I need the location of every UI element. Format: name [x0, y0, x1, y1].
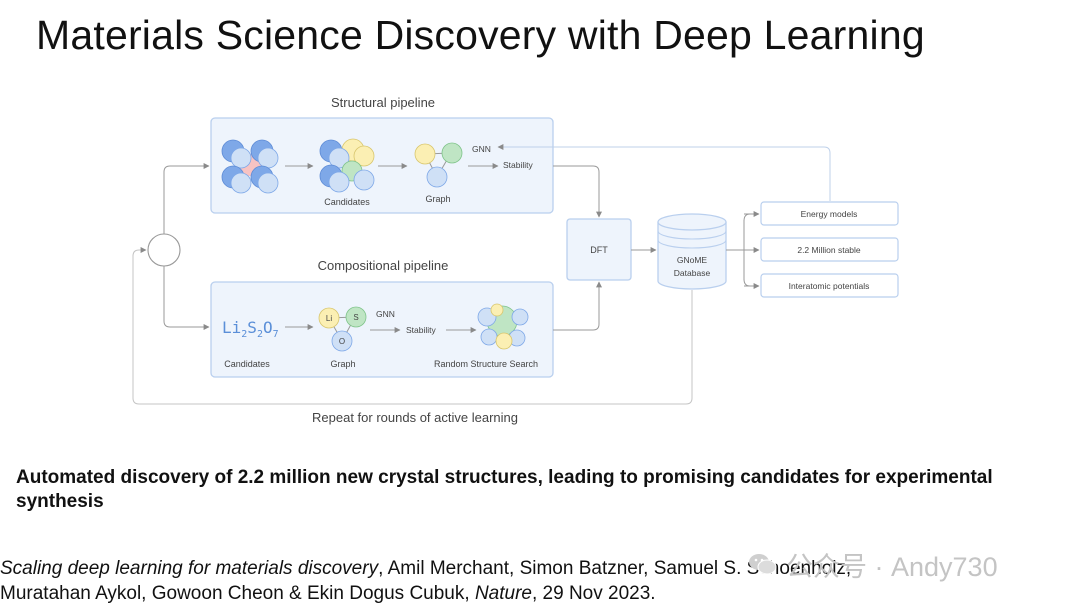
output-arrow-1-curve [743, 213, 751, 222]
structural-to-dft-arrow [553, 165, 602, 218]
output-box-interatomic-potentials [760, 273, 899, 298]
watermark: 公众号 · Andy730 [748, 546, 998, 582]
output-interatomic-potentials-label: Interatomic potentials [789, 281, 870, 291]
compositional-pipeline-title: Compositional pipeline [318, 258, 449, 273]
active-learning-label: Repeat for rounds of active learning [312, 410, 518, 425]
structural-candidates-icon [319, 138, 375, 193]
graph-node-o: O [339, 337, 345, 346]
compositional-graph-label: Graph [330, 359, 355, 369]
citation-date: , 29 Nov 2023. [531, 583, 656, 604]
wechat-icon [749, 554, 777, 575]
structural-candidates-label: Candidates [324, 197, 370, 207]
slide-title: Materials Science Discovery with Deep Le… [36, 12, 925, 58]
output-energy-models-label: Energy models [801, 209, 858, 219]
graph-node-s: S [353, 313, 358, 322]
compositional-stability-label: Stability [406, 325, 437, 335]
database-icon [657, 213, 727, 290]
dft-label: DFT [590, 245, 608, 255]
structural-graph-label: Graph [425, 194, 450, 204]
compositional-to-dft-arrow [553, 281, 602, 331]
branch-to-compositional-arrow [163, 266, 210, 330]
output-million-stable-label: 2.2 Million stable [797, 245, 861, 255]
database-label-line2: Database [674, 268, 711, 278]
citation-authors-1: , Amil Merchant, Simon Batzner, Samuel S… [378, 558, 852, 579]
energy-models-feedback-arrow [497, 144, 831, 201]
citation-journal: Nature [474, 583, 532, 604]
citation-paper-title: Scaling deep learning for materials disc… [0, 558, 379, 579]
structural-pipeline-title: Structural pipeline [331, 95, 435, 110]
output-box-million-stable [760, 237, 899, 262]
compositional-graph-icon [318, 306, 367, 352]
graph-node-li: Li [326, 314, 332, 323]
structural-graph-icon [414, 142, 463, 188]
branch-to-structural-arrow [163, 163, 210, 234]
compositional-formula: Li2S2O7 [222, 318, 279, 340]
compositional-candidates-label: Candidates [224, 359, 270, 369]
structural-initial-structure-icon [221, 139, 279, 194]
output-box-energy-models [760, 201, 899, 226]
structural-gnn-label: GNN [472, 144, 491, 154]
start-node [147, 233, 181, 267]
structural-stability-label: Stability [503, 160, 534, 170]
output-arrow-3-curve [743, 278, 751, 287]
active-learning-loop-arrow [132, 247, 693, 405]
citation-authors-2: Muratahan Aykol, Gowoon Cheon & Ekin Dog… [0, 583, 475, 604]
watermark-text: 公众号 · Andy730 [786, 551, 998, 582]
random-structure-search-icon [477, 303, 529, 350]
slide-caption: Automated discovery of 2.2 million new c… [16, 467, 993, 512]
compositional-gnn-label: GNN [376, 309, 395, 319]
random-structure-search-label: Random Structure Search [434, 359, 538, 369]
database-to-outputs-arrows [726, 220, 745, 280]
citation: Scaling deep learning for materials disc… [0, 556, 1000, 606]
database-label-line1: GNoME [677, 255, 708, 265]
